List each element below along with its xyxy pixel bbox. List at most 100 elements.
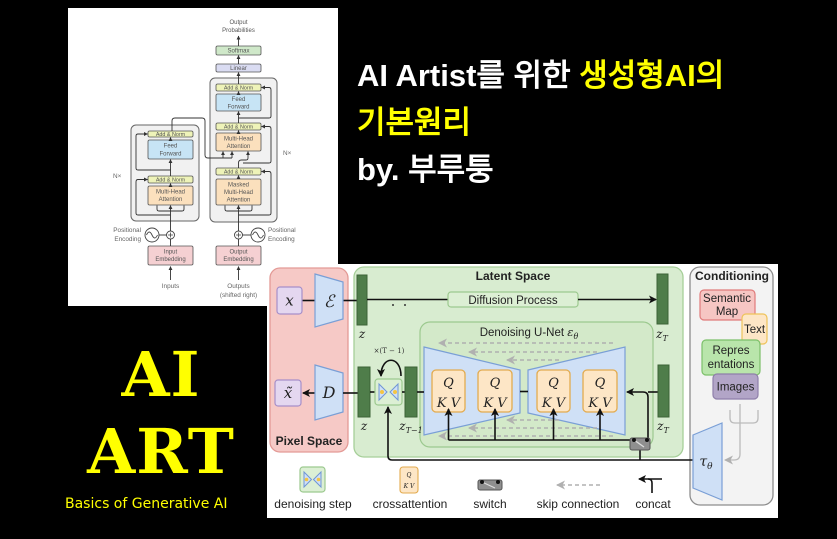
- skip-connections: [438, 338, 613, 365]
- masked-mha-label: Multi-Head: [224, 190, 253, 196]
- softmax-label: Softmax: [227, 49, 249, 55]
- decoder-mha-label: Multi-Head: [224, 137, 253, 143]
- svg-text:Q: Q: [548, 376, 559, 391]
- svg-text:K V: K V: [403, 483, 415, 490]
- decoder-mha-label: Attention: [227, 144, 251, 150]
- slide-title-line-1: AI Artist를 위한 생성형AI의: [357, 58, 724, 94]
- diffusion-process-label: Diffusion Process: [468, 295, 558, 307]
- denoising-step-block: [374, 378, 403, 406]
- representations-label: Repres: [712, 345, 749, 357]
- slide-title-line-2: 기본원리: [357, 105, 471, 141]
- crossattention-block: Q K V: [431, 369, 466, 413]
- legend-label: denoising step: [274, 497, 352, 511]
- output-embedding-label: Embedding: [223, 257, 253, 263]
- encoder-mha-label: Multi-Head: [156, 190, 185, 196]
- sine-wave-icon: [144, 227, 160, 243]
- concat-icon: [638, 475, 662, 493]
- conditioning-merge-arrow: [724, 404, 759, 465]
- latent-diffusion-figure: Pixel Space Latent Space Conditioning x …: [267, 264, 778, 518]
- masked-mha-label: Attention: [227, 198, 251, 204]
- output-embedding-label: Output: [229, 250, 247, 256]
- zT-label: zT: [656, 419, 669, 435]
- author-text: by. 부루퉁: [357, 152, 494, 187]
- encoder-stack: [130, 124, 200, 222]
- encoder-repeat-label: N×: [113, 173, 122, 180]
- ellipsis-dot: [404, 304, 406, 306]
- positional-encoding-label: Encoding: [268, 236, 295, 243]
- transformer-diagram: Output Probabilities Softmax Linear Add …: [113, 20, 296, 299]
- transformer-architecture-figure: Output Probabilities Softmax Linear Add …: [68, 8, 338, 306]
- decoder-repeat-label: N×: [283, 150, 292, 157]
- title-highlight-text: 기본원리: [357, 105, 472, 140]
- repeat-loop-arrow: [377, 359, 402, 377]
- ellipsis-dot: [392, 304, 394, 306]
- latent-space-label: Latent Space: [476, 269, 551, 283]
- outputs-label: Outputs: [227, 283, 249, 290]
- semantic-map-label: Semantic: [703, 293, 751, 305]
- crossattention-icon: Q K V: [399, 466, 419, 494]
- conditioning-label: Conditioning: [695, 269, 769, 283]
- x-tilde-symbol: x̃: [284, 384, 293, 402]
- inputs-label: Inputs: [162, 283, 179, 290]
- input-image-x: [276, 286, 303, 315]
- encoder-mha-label: Attention: [159, 197, 183, 203]
- logo-art-text: ART: [87, 415, 235, 488]
- decoder-feed-forward-label: Forward: [227, 105, 249, 111]
- linear-label: Linear: [230, 66, 247, 72]
- svg-text:Q: Q: [595, 376, 606, 391]
- zT-1-label: zT−1: [398, 419, 422, 435]
- encoder-add-norm-bottom-label: Add & Norm: [156, 178, 186, 184]
- representations-label: entations: [708, 359, 755, 371]
- output-probabilities-label: Probabilities: [222, 28, 255, 34]
- title-white-text: AI Artist를 위한: [357, 58, 580, 93]
- output-image-x-tilde: [274, 379, 302, 407]
- pixel-space-label: Pixel Space: [276, 434, 343, 448]
- decoder-add-norm-top-label: Add & Norm: [224, 86, 254, 92]
- images-input: [712, 373, 759, 400]
- x-symbol: x: [285, 292, 294, 310]
- svg-text:K V: K V: [436, 396, 462, 411]
- images-label: Images: [717, 382, 755, 394]
- decoder-add-norm-mid-label: Add & Norm: [224, 125, 254, 131]
- logo-tagline: Basics of Generative AI: [65, 496, 228, 512]
- transformer-connections: [135, 35, 272, 280]
- z-label: z: [360, 419, 368, 433]
- repeat-loop-label: ×(T − 1): [374, 347, 405, 355]
- legend-label: skip connection: [537, 497, 620, 511]
- slide-author-line: by. 부루퉁: [357, 152, 494, 188]
- positional-encoding-label: Encoding: [114, 236, 141, 243]
- legend-label: switch: [473, 497, 506, 511]
- crossattention-block: Q K V: [582, 369, 618, 413]
- legend-label: concat: [635, 497, 671, 511]
- tau-theta-encoder: [692, 422, 723, 501]
- crossattention-block: Q K V: [536, 369, 571, 413]
- latent-zT-bar-input: [657, 364, 670, 418]
- conditioning-connections: [384, 388, 693, 461]
- add-icon: [234, 230, 243, 240]
- latent-zT-bar: [656, 273, 669, 325]
- logo-ai-text: AI: [121, 338, 201, 411]
- decoder-add-norm-bottom-label: Add & Norm: [224, 170, 254, 176]
- denoising-unet-label: Denoising U-Net εθ: [480, 325, 579, 341]
- latent-diffusion-diagram: Pixel Space Latent Space Conditioning x …: [269, 266, 774, 511]
- decoder-symbol: D: [322, 383, 336, 402]
- masked-mha-label: Masked: [228, 183, 249, 189]
- positional-encoding-label: Positional: [268, 227, 296, 234]
- latent-z-bar-output: [357, 366, 371, 418]
- latent-zT-1-bar: [404, 366, 418, 418]
- tau-theta-label: τθ: [699, 454, 713, 472]
- svg-text:Q: Q: [443, 376, 454, 391]
- encoder-symbol: ℰ: [324, 292, 336, 312]
- svg-text:K V: K V: [541, 396, 567, 411]
- positional-encoding-label: Positional: [113, 227, 141, 234]
- sine-wave-icon: [250, 227, 266, 243]
- semantic-map-label: Map: [716, 306, 738, 318]
- crossattention-block: Q K V: [477, 369, 513, 413]
- skip-connections: [438, 415, 613, 441]
- encoder-feed-forward-label: Forward: [159, 152, 181, 158]
- z-label: z: [358, 327, 366, 341]
- semantic-map-input: [699, 289, 756, 321]
- output-probabilities-label: Output: [229, 20, 247, 26]
- outputs-label: (shifted right): [220, 292, 257, 299]
- text-input-label: Text: [744, 324, 766, 336]
